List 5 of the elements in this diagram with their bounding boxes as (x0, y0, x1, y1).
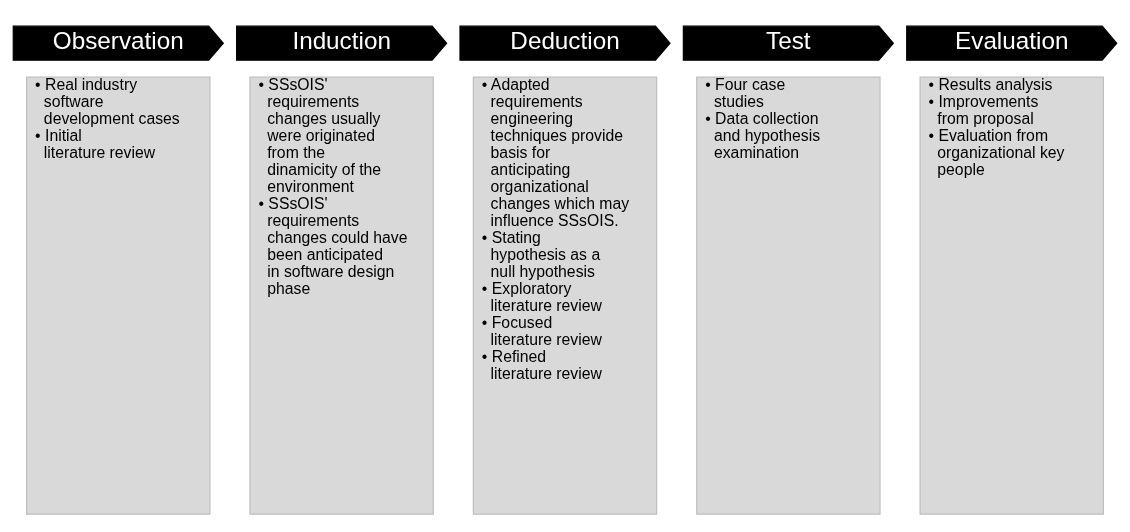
node-box: • Four case studies • Data collection and hypothesis examination (696, 76, 881, 515)
node-box: • Adapted requirements engineering techniques provide basis for anticipating organizational changes which may influence SSsOIS. • Stating hypothesis as a null hypothesis • Exploratory literature review • Focused literature review • Refined literature review (472, 76, 658, 515)
node-box: • Real industry software development cases • Initial literature review (26, 76, 211, 515)
node-box: • Results analysis • Improvements from proposal • Evaluation from organizational key people (919, 76, 1104, 515)
node-box: • SSsOIS' requirements changes usually were originated from the dinamicity of the environment • SSsOIS' requirements changes could have been anticipated in software design phase (249, 76, 434, 515)
